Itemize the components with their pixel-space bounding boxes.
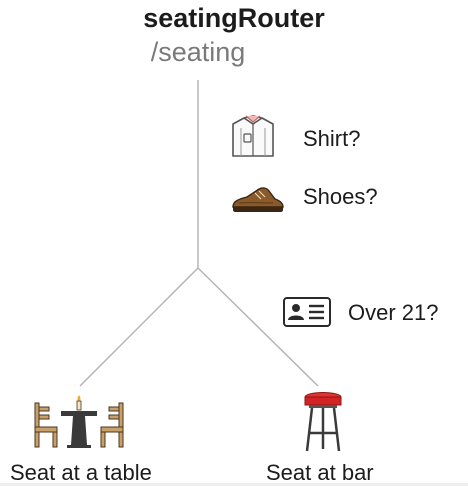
requirement-label-shirt: Shirt? bbox=[303, 126, 361, 151]
requirement-label-shoes: Shoes? bbox=[303, 184, 378, 209]
branch-line-bar bbox=[197, 267, 319, 387]
router-name: seatingRouter bbox=[143, 3, 325, 33]
router-path: /seating bbox=[150, 37, 246, 67]
leaf-label-table: Seat at a table bbox=[10, 460, 152, 485]
table-chairs-icon bbox=[31, 393, 127, 451]
shoe-icon bbox=[229, 183, 285, 215]
id-card-icon bbox=[282, 296, 332, 328]
bottom-divider bbox=[0, 483, 468, 486]
bar-stool-icon bbox=[299, 391, 347, 453]
shirt-icon bbox=[229, 112, 277, 162]
requirement-label-age: Over 21? bbox=[348, 300, 439, 325]
branch-line-table bbox=[79, 267, 199, 387]
leaf-label-bar: Seat at bar bbox=[266, 460, 374, 485]
